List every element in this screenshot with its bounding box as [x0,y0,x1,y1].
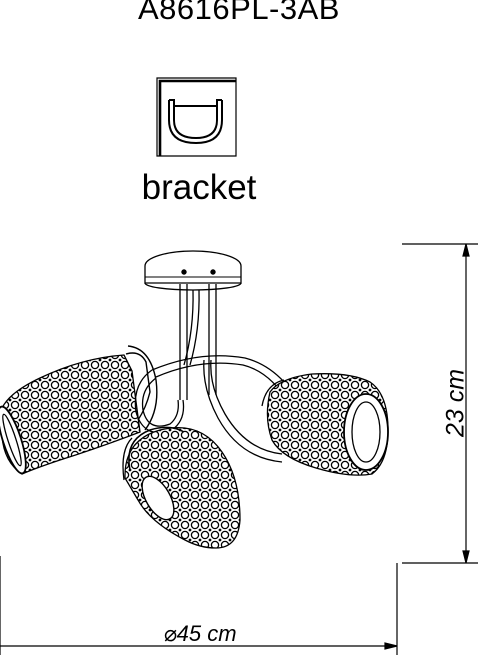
height-dimension-line [402,243,478,564]
chandelier-illustration [0,250,389,549]
central-stems [179,284,217,400]
arm-left [134,369,185,434]
diameter-value: ⌀45 cm [163,621,237,646]
diameter-dimension-line [0,556,398,655]
arm-right [203,359,283,463]
shade-front [122,426,241,549]
bracket-profile-icon [156,77,237,157]
shade-right [261,373,389,476]
height-value: 23 cm [441,368,470,438]
bracket-label: bracket [141,168,257,207]
shade-left [0,345,158,475]
arm-loop [151,355,286,389]
model-code: A8616PL-3AB [138,0,340,26]
ceiling-canopy [144,250,242,291]
